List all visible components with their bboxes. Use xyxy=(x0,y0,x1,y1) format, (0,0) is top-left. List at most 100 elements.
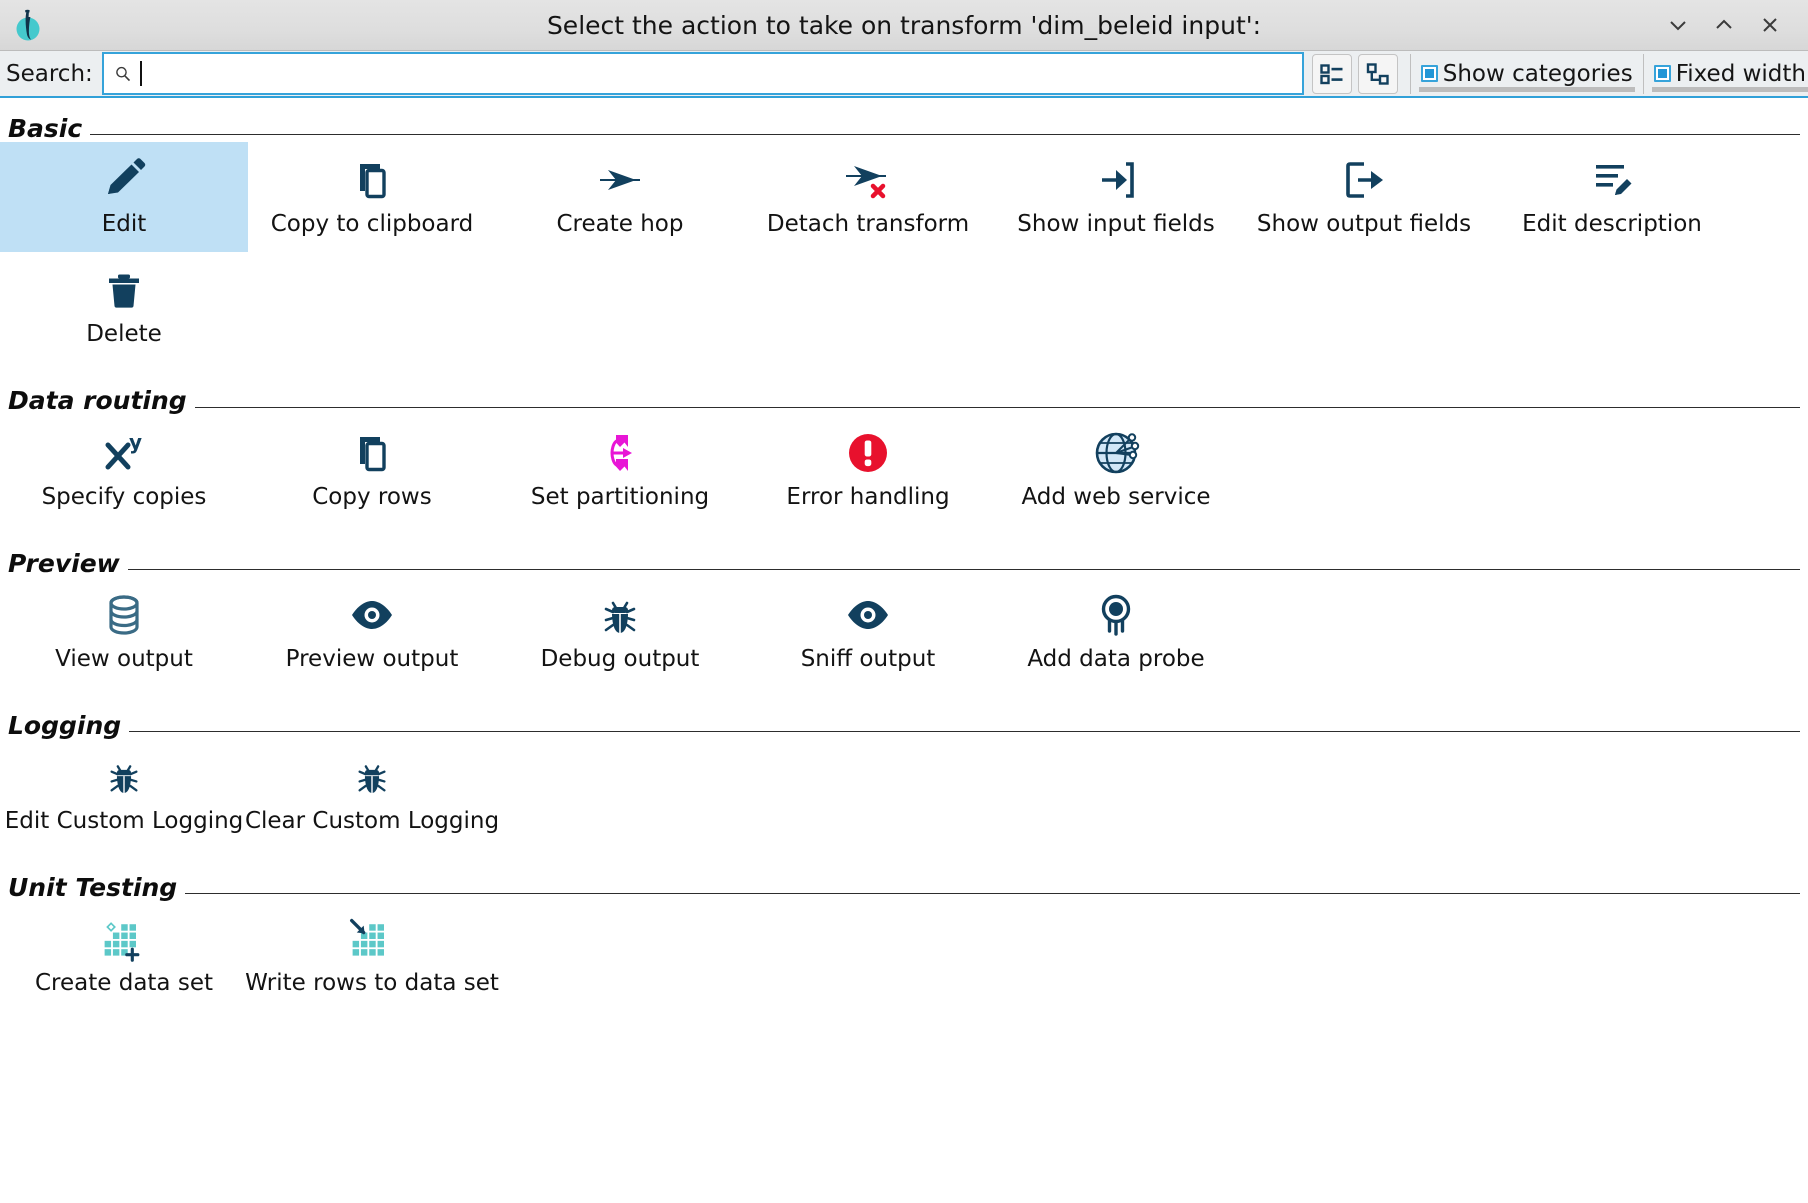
title-bar: Select the action to take on transform '… xyxy=(0,0,1808,51)
search-label: Search: xyxy=(6,60,93,87)
create-data-set-icon xyxy=(100,911,148,967)
output-fields-icon xyxy=(1338,152,1390,208)
action-label: View output xyxy=(55,645,193,672)
section-title: Logging xyxy=(8,710,122,740)
action-label: Show output fields xyxy=(1256,211,1472,238)
checkbox-checked-icon xyxy=(1420,65,1438,82)
database-icon xyxy=(98,587,150,643)
show-categories-label: Show categories xyxy=(1442,60,1633,87)
section-title: Unit Testing xyxy=(8,873,178,902)
action-label: Create data set xyxy=(34,970,213,997)
x-power-y-icon: y xyxy=(98,425,150,481)
action-item-copy-to-clipboard[interactable]: Copy to clipboard xyxy=(248,142,496,252)
hop-droplet-icon xyxy=(6,3,50,47)
section-title: Data routing xyxy=(8,386,187,416)
action-item-delete[interactable]: Delete xyxy=(0,252,248,362)
action-item-detach-transform[interactable]: Detach transform xyxy=(744,142,992,252)
arrow-hop-icon xyxy=(594,152,646,208)
action-label: Add data probe xyxy=(1027,645,1205,672)
search-input[interactable] xyxy=(101,52,1304,95)
text-caret xyxy=(139,61,142,86)
actions-panel: Basic Edit xyxy=(0,98,1808,1203)
action-label: Add web service xyxy=(1021,483,1211,510)
show-categories-wrap: Show categories xyxy=(1418,61,1635,92)
fixed-width-checkbox[interactable]: Fixed width xyxy=(1652,61,1808,87)
input-fields-icon xyxy=(1090,152,1142,208)
toolbar-divider-2 xyxy=(1642,53,1644,94)
action-label: Preview output xyxy=(285,645,459,672)
checkbox-checked-icon xyxy=(1653,65,1671,82)
section-items: y Specify copies Copy rows xyxy=(0,415,1808,525)
action-item-create-hop[interactable]: Create hop xyxy=(496,142,744,252)
bug-icon xyxy=(101,749,147,805)
arrow-hop-delete-icon xyxy=(842,152,894,208)
section-items: Edit Copy to clipboard xyxy=(0,142,1808,362)
action-item-edit-description[interactable]: Edit description xyxy=(1488,142,1736,252)
trash-icon xyxy=(98,262,150,318)
action-label: Error handling xyxy=(786,483,950,510)
section-divider xyxy=(127,568,1800,570)
dialog-title: Select the action to take on transform '… xyxy=(546,10,1262,40)
fixed-width-underline xyxy=(1651,86,1808,92)
section-preview: Preview View output xyxy=(0,525,1808,687)
action-label: Clear Custom Logging xyxy=(244,808,500,834)
section-unit-testing: Unit Testing xyxy=(0,849,1808,1011)
action-item-edit[interactable]: Edit xyxy=(0,142,248,253)
section-data-routing: Data routing y Specify copies xyxy=(0,362,1808,524)
action-item-error-handling[interactable]: Error handling xyxy=(744,415,992,525)
action-item-specify-copies[interactable]: y Specify copies xyxy=(0,415,248,525)
error-circle-icon xyxy=(842,425,894,481)
show-categories-underline xyxy=(1418,86,1635,92)
copy-icon xyxy=(346,152,398,208)
action-item-sniff-output[interactable]: Sniff output xyxy=(744,577,992,687)
action-label: Specify copies xyxy=(41,483,207,510)
section-items: View output Preview output xyxy=(0,577,1808,687)
action-label: Copy to clipboard xyxy=(270,211,474,238)
close-button[interactable] xyxy=(1750,5,1790,45)
action-label: Delete xyxy=(86,321,162,348)
section-divider xyxy=(90,134,1800,136)
eye-icon xyxy=(842,587,894,643)
section-divider xyxy=(185,893,1800,895)
toolbar-divider xyxy=(1409,53,1411,94)
action-item-show-output-fields[interactable]: Show output fields xyxy=(1240,142,1488,252)
action-item-add-web-service[interactable]: Add web service xyxy=(992,415,1240,525)
tree-view-button[interactable] xyxy=(1357,53,1398,94)
window-controls xyxy=(1658,5,1808,45)
list-view-button[interactable] xyxy=(1311,53,1352,94)
section-header: Preview xyxy=(0,548,1808,578)
globe-web-service-icon xyxy=(1090,425,1142,481)
action-item-view-output[interactable]: View output xyxy=(0,577,248,687)
action-item-add-data-probe[interactable]: Add data probe xyxy=(992,577,1240,687)
minimize-button[interactable] xyxy=(1658,5,1698,45)
copy-icon xyxy=(346,425,398,481)
action-item-set-partitioning[interactable]: Set partitioning xyxy=(496,415,744,525)
section-title: Preview xyxy=(8,548,120,578)
action-label: Create hop xyxy=(556,211,684,238)
section-header: Basic xyxy=(0,114,1808,143)
magnifier-icon xyxy=(110,65,136,83)
show-categories-checkbox[interactable]: Show categories xyxy=(1419,61,1635,87)
section-header: Data routing xyxy=(0,386,1808,416)
action-label: Show input fields xyxy=(1017,211,1215,238)
action-item-write-rows-to-data-set[interactable]: Write rows to data set xyxy=(245,901,499,1011)
action-label: Write rows to data set xyxy=(245,970,499,997)
action-item-edit-custom-logging[interactable]: Edit Custom Logging xyxy=(0,739,248,849)
section-items: Edit Custom Logging Clear Custom xyxy=(0,739,1808,849)
action-item-debug-output[interactable]: Debug output xyxy=(496,577,744,687)
svg-text:y: y xyxy=(129,430,142,454)
action-label: Edit description xyxy=(1522,211,1702,238)
maximize-button[interactable] xyxy=(1704,5,1744,45)
action-item-preview-output[interactable]: Preview output xyxy=(248,577,496,687)
action-label: Edit Custom Logging xyxy=(4,808,244,834)
action-item-show-input-fields[interactable]: Show input fields xyxy=(992,142,1240,252)
action-item-create-data-set[interactable]: Create data set xyxy=(0,901,248,1011)
eye-icon xyxy=(346,587,398,643)
action-item-copy-rows[interactable]: Copy rows xyxy=(248,415,496,525)
data-probe-icon xyxy=(1090,587,1142,643)
action-item-clear-custom-logging[interactable]: Clear Custom Logging xyxy=(244,739,500,849)
section-title: Basic xyxy=(8,114,83,143)
section-divider xyxy=(194,406,1800,408)
fixed-width-label: Fixed width xyxy=(1675,60,1806,87)
